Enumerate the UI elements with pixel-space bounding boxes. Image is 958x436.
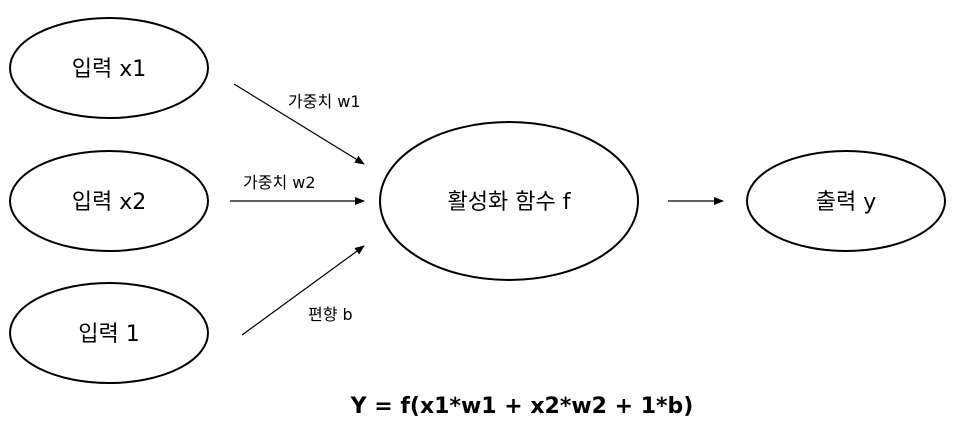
node-input-x2: 입력 x2 [9, 150, 209, 252]
node-input-x1: 입력 x1 [9, 17, 209, 119]
node-output-label: 출력 y [816, 190, 877, 215]
node-input-x2-label: 입력 x2 [72, 190, 147, 215]
node-input-1-label: 입력 1 [78, 322, 139, 347]
node-activation-label: 활성화 함수 f [448, 190, 572, 215]
node-input-1: 입력 1 [9, 282, 209, 384]
edge-bias-to-activation [241, 245, 365, 336]
edge-label-w1: 가중치 w1 [288, 92, 361, 111]
node-output: 출력 y [746, 150, 946, 252]
formula-text: Y = f(x1*w1 + x2*w2 + 1*b) [350, 394, 694, 419]
node-activation-function: 활성화 함수 f [379, 121, 639, 281]
node-input-x1-label: 입력 x1 [72, 57, 147, 82]
edge-label-bias: 편향 b [308, 305, 353, 324]
edge-label-w2: 가중치 w2 [243, 173, 316, 192]
edge-x1-to-activation [233, 83, 365, 165]
